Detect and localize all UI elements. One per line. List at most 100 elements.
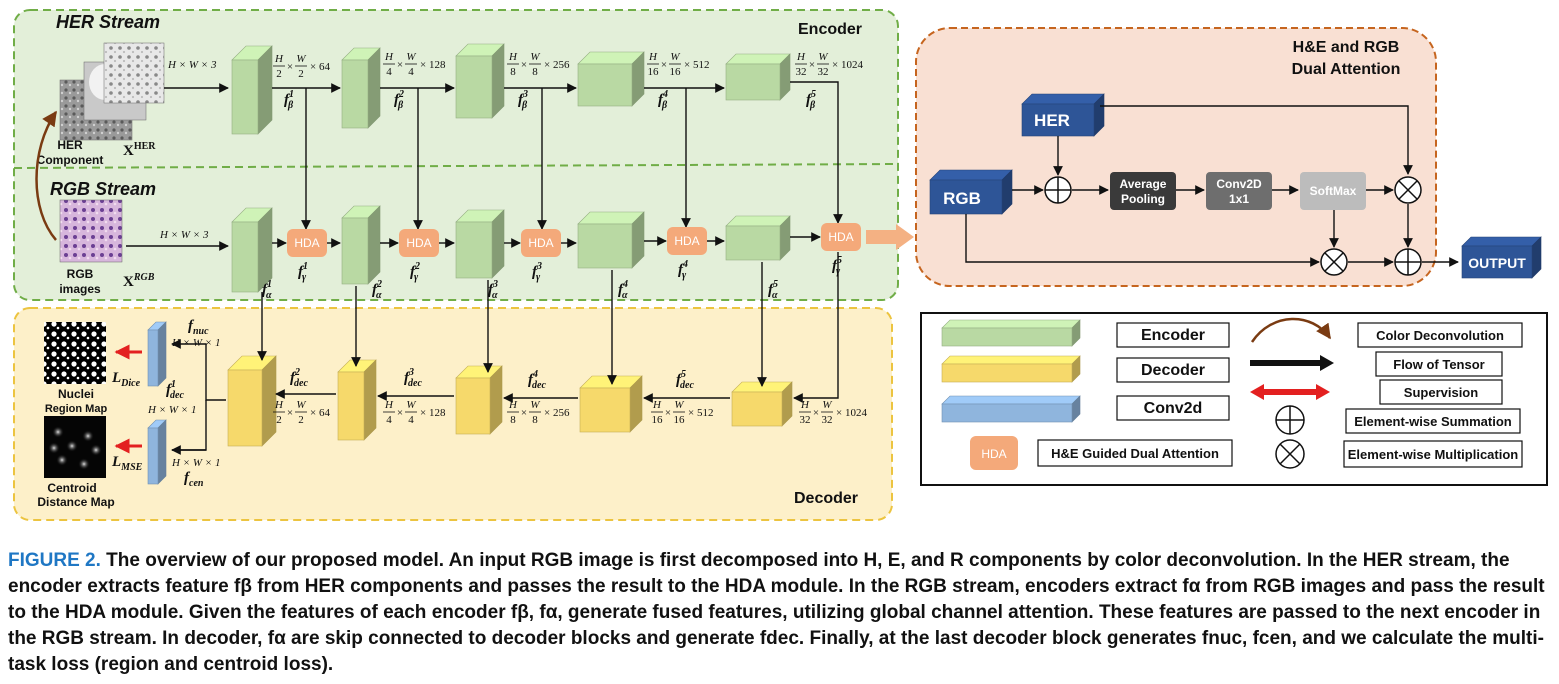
attention-her-label: HER [1034,111,1070,130]
legend-flow-head [1320,355,1334,371]
svg-text:× 1024: × 1024 [832,59,863,71]
her-input-symbol: XHER [123,141,156,159]
decoder-dim-5: H32×W32× 1024 [799,399,867,426]
svg-text:Conv2D: Conv2D [1216,177,1262,191]
her-encoder-dim-5: H32×W32× 1024 [795,51,863,78]
her-encoder-block-2 [341,47,381,129]
her-stream-title: HER Stream [56,12,160,32]
hda-block-2: HDA [399,229,439,257]
loss-mse: LMSE [111,454,143,473]
her-encoder-dim-4: H16×W16× 512 [647,51,709,78]
svg-text:HDA: HDA [828,230,853,244]
rgb-images-label-1: RGB [67,267,94,281]
her-input-dim: H × W × 3 [167,59,217,71]
svg-text:16: 16 [648,66,660,78]
svg-text:W: W [818,51,828,63]
svg-text:4: 4 [408,66,414,78]
nuclei-region-map [44,322,106,384]
svg-text:Color Deconvolution: Color Deconvolution [1376,328,1504,343]
svg-text:Element-wise Multiplication: Element-wise Multiplication [1348,447,1519,462]
attention-output-label: OUTPUT [1468,255,1526,271]
svg-text:H: H [508,51,518,63]
svg-text:H: H [384,51,394,63]
rgb-encoder-block-1 [231,207,273,293]
svg-text:W: W [530,51,540,63]
svg-text:× 256: × 256 [544,59,570,71]
svg-text:32: 32 [818,66,829,78]
decoder-block-4 [579,375,643,433]
nuclei-map-label-1: Nuclei [58,387,94,401]
f-cen: fcen [184,470,204,489]
legend-sum-icon [1275,405,1305,435]
attention-output-node [1461,236,1542,279]
svg-text:×: × [661,59,667,71]
svg-text:8: 8 [510,414,516,426]
svg-text:×: × [287,407,293,419]
decoder-block-3 [455,365,503,435]
attention-mult-1 [1394,176,1422,204]
svg-text:W: W [296,53,306,65]
attention-sum-1 [1044,176,1072,204]
svg-text:×: × [397,407,403,419]
attention-her-node [1021,93,1105,137]
hda-block-1: HDA [287,229,327,257]
svg-text:Element-wise Summation: Element-wise Summation [1354,414,1512,429]
her-component-label-2: Component [37,153,104,167]
svg-text:32: 32 [822,414,833,426]
svg-text:W: W [822,399,832,411]
svg-text:Supervision: Supervision [1404,385,1478,400]
nuc-head-arrow [171,339,226,401]
her-encoder-dim-2: H4×W4× 128 [383,51,446,78]
svg-text:Decoder: Decoder [1141,362,1205,379]
svg-text:Encoder: Encoder [1141,327,1205,344]
svg-text:32: 32 [800,414,811,426]
her-encoder-block-1 [231,45,273,135]
legend-color-deconv-label: Color Deconvolution [1357,322,1523,348]
svg-text:×: × [813,407,819,419]
rgb-encoder-block-4 [577,211,645,269]
attention-region [915,27,1437,287]
encoder-label: Encoder [798,21,862,38]
decoder-dim-3: H8×W8× 256 [507,399,570,426]
softmax-box: SoftMax [1300,172,1366,210]
attention-rgb-node [929,169,1013,215]
svg-text:H: H [274,399,284,411]
svg-text:W: W [406,399,416,411]
hda-block-4: HDA [667,227,707,255]
rgb-stream-title: RGB Stream [50,179,156,199]
legend-supervision-label: Supervision [1379,379,1503,405]
svg-text:W: W [530,399,540,411]
her-encoder-block-4 [577,51,645,107]
f-nuc: fnuc [188,318,209,337]
svg-text:16: 16 [652,414,664,426]
conv-nuc-block [147,321,167,387]
attention-title-1: H&E and RGB [1293,39,1400,56]
svg-text:×: × [397,59,403,71]
svg-text:8: 8 [510,66,516,78]
her-input-images [59,42,165,141]
rgb-input-dim: H × W × 3 [159,229,209,241]
svg-text:×: × [809,59,815,71]
her-to-mult-arrow [1100,105,1413,175]
rgb-bypass-arrow [965,214,1320,267]
rgb-encoder-block-2 [341,205,381,285]
svg-text:×: × [287,61,293,73]
svg-text:W: W [406,51,416,63]
rgb-images-label-2: images [59,282,101,296]
loss-dice: LDice [111,370,141,389]
decoder-block-5 [731,381,793,427]
svg-text:32: 32 [796,66,807,78]
hda-block-5: HDA [821,223,861,251]
legend-deconv-arrow [1250,317,1332,343]
svg-text:H: H [508,399,518,411]
svg-text:H: H [274,53,284,65]
svg-text:H: H [648,51,658,63]
